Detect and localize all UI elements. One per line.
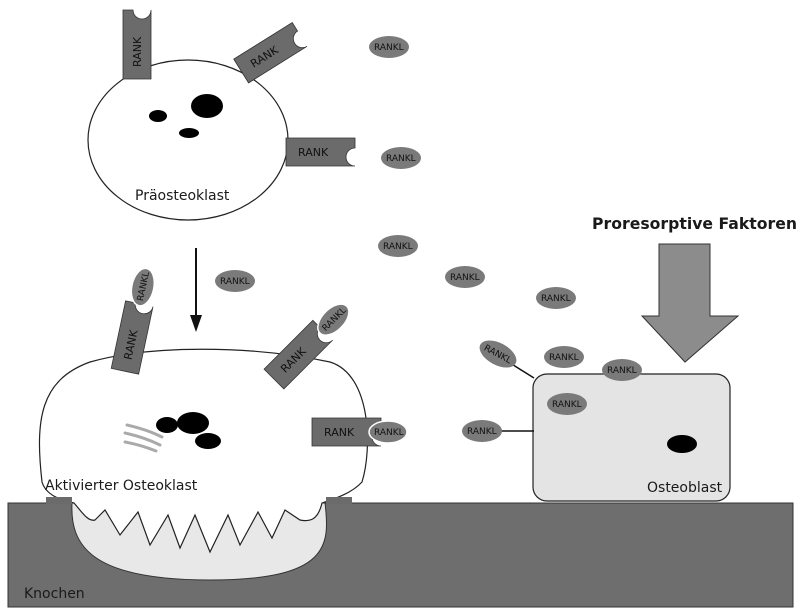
rank-rankl-complex: RANK RANKL xyxy=(312,418,407,446)
rankl-molecule: RANKL xyxy=(381,147,421,169)
rankl-membrane: RANKL xyxy=(475,335,521,373)
svg-text:RANKL: RANKL xyxy=(607,366,637,376)
osteoblast-label: Osteoblast xyxy=(647,480,723,496)
preosteoclast-label: Präosteoklast xyxy=(135,188,230,204)
svg-text:RANKL: RANKL xyxy=(552,400,582,410)
rankl-molecule: RANKL xyxy=(369,36,409,58)
svg-text:RANK: RANK xyxy=(131,36,144,67)
svg-text:RANKL: RANKL xyxy=(549,353,579,363)
svg-text:RANKL: RANKL xyxy=(220,277,250,287)
osteoblast: Osteoblast xyxy=(533,374,730,501)
proresorptive-label: Proresorptive Faktoren xyxy=(592,214,797,233)
svg-text:RANKL: RANKL xyxy=(374,43,404,53)
rank-receptor: RANK xyxy=(234,23,307,83)
rankl-molecule: RANKL xyxy=(215,270,255,292)
rankl-molecule: RANKL xyxy=(544,346,584,368)
svg-text:RANKL: RANKL xyxy=(374,428,404,438)
nucleus xyxy=(195,433,221,449)
rankl-molecule: RANKL xyxy=(536,287,576,309)
rankl-molecule: RANKL xyxy=(445,266,485,288)
rankl-molecule: RANKL xyxy=(378,235,418,257)
proresorptive-arrow xyxy=(642,244,738,362)
active-osteoclast-label: Aktivierter Osteoklast xyxy=(45,478,198,494)
nucleus xyxy=(179,128,199,138)
rank-receptor: RANK xyxy=(123,10,151,79)
rankl-membrane: RANKL xyxy=(462,420,502,442)
rankl-molecule: RANKL xyxy=(602,359,642,381)
rankl-molecule: RANKL xyxy=(547,393,587,415)
rank-receptor: RANK xyxy=(286,138,355,166)
svg-text:RANKL: RANKL xyxy=(386,154,416,164)
differentiation-arrow xyxy=(190,248,202,332)
nucleus xyxy=(667,435,697,453)
nucleus xyxy=(191,94,223,118)
svg-text:RANKL: RANKL xyxy=(383,242,413,252)
preosteoclast: Präosteoklast xyxy=(88,60,288,220)
svg-text:RANKL: RANKL xyxy=(467,427,497,437)
svg-text:RANK: RANK xyxy=(298,146,329,159)
svg-text:RANK: RANK xyxy=(324,426,355,439)
nucleus xyxy=(149,110,167,122)
nucleus xyxy=(177,412,209,434)
svg-text:RANKL: RANKL xyxy=(541,294,571,304)
svg-text:RANKL: RANKL xyxy=(450,273,480,283)
bone-label: Knochen xyxy=(24,586,85,602)
nucleus xyxy=(156,417,178,433)
